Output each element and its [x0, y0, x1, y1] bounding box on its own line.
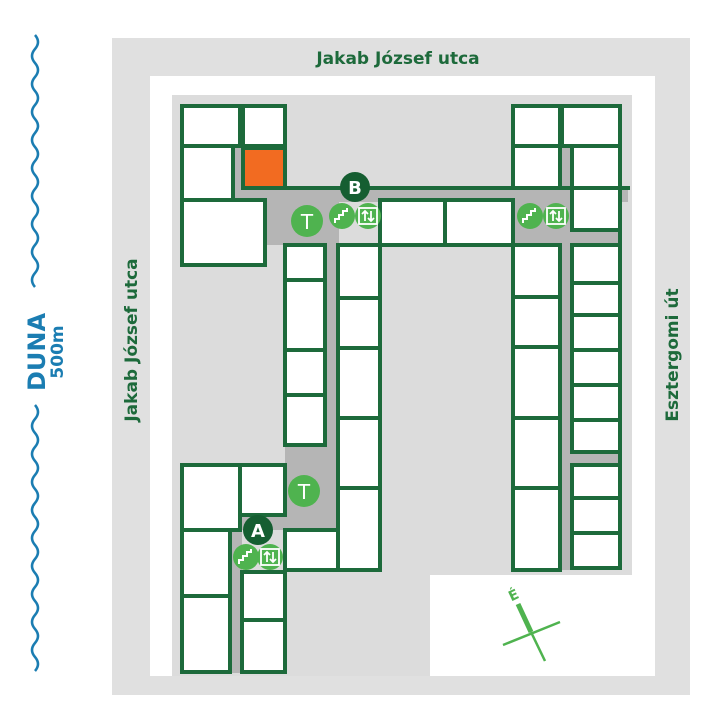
room	[336, 416, 382, 490]
room	[570, 281, 622, 317]
room	[336, 243, 382, 300]
room	[511, 243, 562, 299]
room	[336, 296, 382, 350]
room	[511, 486, 562, 572]
room	[511, 295, 562, 349]
street-label-top: Jakab József utca	[315, 49, 479, 69]
room	[560, 104, 622, 148]
svg-text:T: T	[297, 480, 311, 504]
room	[283, 243, 327, 282]
room	[443, 198, 515, 247]
room	[180, 104, 242, 148]
river-wave	[30, 34, 40, 672]
room	[238, 463, 287, 517]
street-label-left: Jakab József utca	[122, 258, 142, 422]
room	[570, 531, 622, 570]
room	[240, 570, 287, 622]
room	[283, 278, 327, 352]
room	[241, 104, 287, 148]
room	[336, 486, 382, 572]
room	[570, 348, 622, 387]
street-label-right: Esztergomi út	[663, 288, 683, 421]
svg-text:B: B	[348, 178, 362, 199]
rooms	[180, 104, 630, 674]
room	[570, 144, 622, 190]
room	[180, 463, 242, 532]
room	[511, 416, 562, 490]
room	[378, 198, 447, 247]
entrance-b-marker[interactable]: B	[340, 172, 370, 202]
room	[511, 144, 562, 190]
stairs-icon[interactable]	[233, 544, 259, 570]
stairs-icon[interactable]	[329, 203, 355, 229]
elevator-icon[interactable]	[543, 203, 569, 229]
room	[180, 594, 232, 674]
elevator-icon[interactable]	[257, 544, 283, 570]
highlighted-room	[241, 146, 287, 190]
svg-text:T: T	[300, 210, 314, 234]
room	[180, 528, 232, 598]
room	[283, 348, 327, 397]
entrance-a-marker[interactable]: A	[243, 515, 273, 545]
open-area	[430, 575, 655, 676]
toilet-icon[interactable]: T	[291, 205, 323, 237]
room	[283, 528, 340, 572]
room	[283, 393, 327, 447]
room	[570, 383, 622, 422]
room	[240, 618, 287, 674]
river-name: DUNA	[23, 313, 51, 391]
room	[336, 346, 382, 420]
elevator-icon[interactable]	[355, 203, 381, 229]
svg-text:A: A	[251, 521, 265, 542]
room	[511, 104, 562, 148]
room	[180, 198, 267, 267]
room	[570, 463, 622, 500]
room	[511, 345, 562, 420]
room	[180, 144, 235, 202]
room	[570, 418, 622, 454]
room	[570, 186, 622, 232]
stairs-icon[interactable]	[517, 203, 543, 229]
room	[570, 313, 622, 352]
river-distance: 500m	[48, 325, 68, 378]
room	[570, 496, 622, 535]
room	[570, 243, 622, 285]
toilet-icon[interactable]: T	[288, 475, 320, 507]
